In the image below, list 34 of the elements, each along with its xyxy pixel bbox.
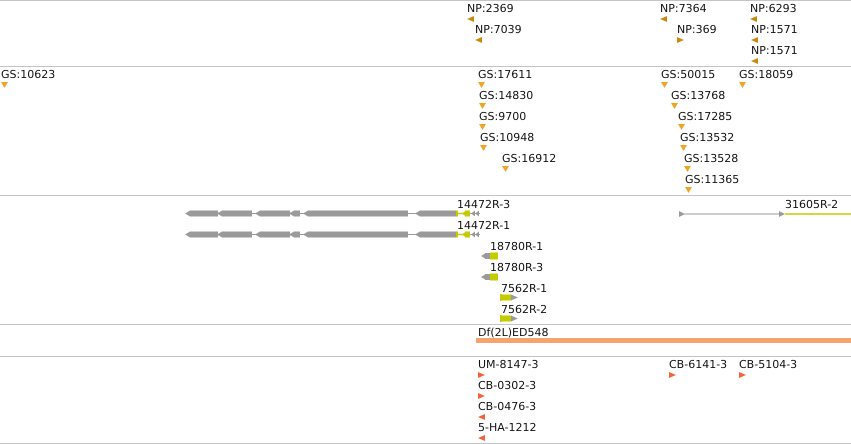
feature-label: GS:9700 (479, 110, 526, 123)
feature-label: GS:14830 (479, 89, 534, 102)
feature-label: GS:10948 (480, 131, 534, 144)
feature-label: UM-8147-3 (478, 358, 538, 371)
feature-label: GS:11365 (685, 173, 740, 186)
feature-label: Df(2L)ED548 (478, 326, 548, 339)
feature-label: NP:1571 (751, 23, 798, 36)
feature-label: CB-5104-3 (739, 358, 798, 371)
feature-label: 18780R-1 (490, 240, 544, 253)
feature-label: GS:13768 (671, 89, 726, 102)
feature-label: NP:7039 (475, 23, 522, 36)
feature-label: CB-0476-3 (478, 400, 536, 413)
feature-label: 7562R-1 (501, 282, 548, 295)
feature-label: GS:17611 (478, 68, 532, 81)
feature-label: 14472R-3 (457, 198, 510, 211)
feature-label: NP:6293 (750, 2, 797, 15)
feature-label: CB-0302-3 (478, 379, 536, 392)
feature-label: NP:369 (677, 23, 717, 36)
feature-label: 5-HA-1212 (478, 421, 536, 434)
feature-label: GS:16912 (502, 152, 556, 165)
feature-label: 18780R-3 (490, 261, 544, 274)
feature-label: GS:18059 (739, 68, 794, 81)
feature-label: GS:13528 (684, 152, 738, 165)
feature-label: GS:10623 (1, 68, 56, 81)
feature-label: NP:2369 (467, 2, 514, 15)
feature-label: NP:7364 (660, 2, 707, 15)
feature-label: NP:1571 (751, 44, 798, 57)
feature-label: GS:13532 (680, 131, 734, 144)
feature-label: CB-6141-3 (669, 358, 728, 371)
feature-label: GS:50015 (661, 68, 716, 81)
feature-label: GS:17285 (678, 110, 732, 123)
feature-label: 31605R-2 (785, 198, 838, 211)
feature-label: 7562R-2 (501, 303, 548, 316)
feature-label: 14472R-1 (457, 219, 510, 232)
